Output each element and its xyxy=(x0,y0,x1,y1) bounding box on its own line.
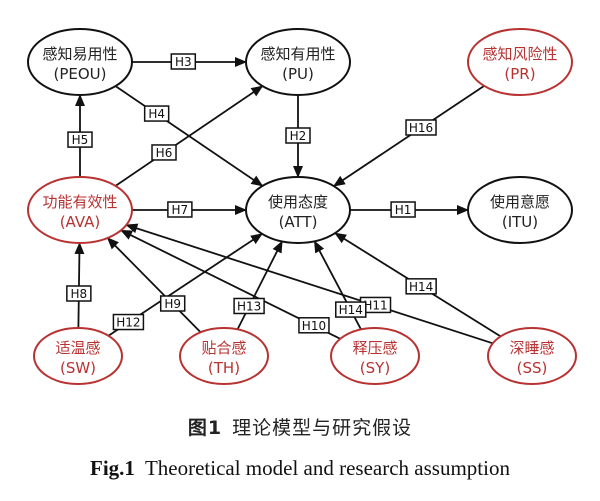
edge-label-h5: H5 xyxy=(67,131,93,148)
node-ellipse xyxy=(33,327,123,385)
node-th: 贴合感 (TH) xyxy=(179,327,269,385)
edge-label-box xyxy=(167,201,193,218)
node-name-cn: 感知易用性 xyxy=(42,45,117,63)
node-ellipse xyxy=(179,327,269,385)
node-ss: 深睡感 (SS) xyxy=(487,327,577,385)
edge-label-h16: H16 xyxy=(405,119,437,136)
node-abbreviation: (ATT) xyxy=(279,213,318,231)
edge-label-box xyxy=(170,53,197,70)
edge-label-text: H14 xyxy=(409,280,433,294)
node-abbreviation: (PR) xyxy=(504,65,535,83)
edge-label-h7: H7 xyxy=(167,201,193,218)
node-name-cn: 感知有用性 xyxy=(260,45,335,63)
edge-arrow-th-to-att xyxy=(236,240,283,330)
edge-arrow-ss-to-ava xyxy=(125,223,494,345)
node-abbreviation: (PU) xyxy=(282,65,314,83)
edge-label-h6: H6 xyxy=(151,144,177,161)
edge-label-text: H4 xyxy=(148,107,165,121)
edge-label-h12: H12 xyxy=(112,313,145,331)
node-ellipse xyxy=(245,176,351,244)
edge-label-h4: H4 xyxy=(143,105,170,122)
node-ellipse xyxy=(245,28,351,96)
node-abbreviation: (AVA) xyxy=(60,213,101,231)
node-name-cn: 功能有效性 xyxy=(42,193,117,211)
edge-label-text: H7 xyxy=(172,203,189,217)
edge-label-box xyxy=(298,317,330,334)
edge-label-text: H16 xyxy=(409,121,433,135)
edge-label-box xyxy=(390,201,416,218)
node-pr: 感知风险性 (PR) xyxy=(467,28,573,96)
edge-label-h8: H8 xyxy=(66,285,92,302)
node-name-cn: 深睡感 xyxy=(509,339,554,357)
node-ellipse xyxy=(27,176,133,244)
edge-label-box xyxy=(159,295,186,312)
edge-label-h14: H14 xyxy=(405,278,437,295)
edge-label-box xyxy=(151,144,177,161)
node-ellipse xyxy=(467,28,573,96)
node-sw: 适温感 (SW) xyxy=(33,327,123,385)
edge-label-h1: H1 xyxy=(390,201,416,218)
edge-arrow-th-to-ava xyxy=(106,237,202,333)
node-name-cn: 适温感 xyxy=(55,339,100,357)
node-ellipse xyxy=(330,327,420,385)
edge-label-h13: H13 xyxy=(233,297,265,315)
edge-arrow-ava-to-pu xyxy=(115,85,264,187)
research-model-diagram: 感知易用性 (PEOU) 感知有用性 (PU) 感知风险性 (PR) 功能有效性 (AVA) 使… xyxy=(27,28,577,385)
node-abbreviation: (TH) xyxy=(208,359,240,377)
node-att: 使用态度 (ATT) xyxy=(245,176,351,244)
edge-label-text: H9 xyxy=(164,297,181,311)
node-abbreviation: (SY) xyxy=(360,359,390,377)
edge-label-h14: H14 xyxy=(335,301,367,318)
caption-cn-figure-number: 图1 xyxy=(187,417,223,439)
node-name-cn: 感知风险性 xyxy=(482,45,557,63)
node-name-cn: 释压感 xyxy=(352,339,397,357)
node-sy: 释压感 (SY) xyxy=(330,327,420,385)
caption-en-title: Theoretical model and research assumptio… xyxy=(144,456,510,480)
caption-cn-title: 理论模型与研究假设 xyxy=(232,417,413,439)
edge-label-box xyxy=(335,301,367,318)
edge-label-box xyxy=(233,297,265,315)
node-name-cn: 贴合感 xyxy=(201,339,246,357)
node-pu: 感知有用性 (PU) xyxy=(245,28,351,96)
node-peou: 感知易用性 (PEOU) xyxy=(27,28,133,96)
edge-label-text: H12 xyxy=(116,316,140,330)
edge-label-box xyxy=(66,285,92,302)
node-abbreviation: (SW) xyxy=(60,359,96,377)
edge-label-h11: H11 xyxy=(359,296,392,314)
edge-label-text: H13 xyxy=(237,299,261,313)
edge-label-text: H10 xyxy=(302,319,326,333)
node-ellipse xyxy=(487,327,577,385)
edge-label-box xyxy=(405,119,437,136)
edge-label-box xyxy=(285,127,311,144)
edge-label-text: H2 xyxy=(290,129,307,143)
edge-label-h3: H3 xyxy=(170,53,197,70)
edge-label-text: H8 xyxy=(71,287,88,301)
node-ellipse xyxy=(467,176,573,244)
edge-label-box xyxy=(405,278,437,295)
edge-label-text: H11 xyxy=(363,298,387,312)
node-name-cn: 使用态度 xyxy=(268,193,328,211)
edge-label-box xyxy=(67,131,93,148)
edge-label-h9: H9 xyxy=(159,295,186,312)
edge-label-text: H5 xyxy=(72,133,89,147)
node-abbreviation: (SS) xyxy=(517,359,548,377)
node-ellipse xyxy=(27,28,133,96)
edge-label-box xyxy=(112,313,145,331)
node-abbreviation: (ITU) xyxy=(502,213,538,231)
caption-en-figure-number: Fig.1 xyxy=(90,456,135,480)
caption-english: Fig.1 Theoretical model and research assu… xyxy=(0,456,600,481)
node-abbreviation: (PEOU) xyxy=(53,65,106,83)
edge-label-h2: H2 xyxy=(285,127,311,144)
edge-label-text: H1 xyxy=(395,203,412,217)
caption-chinese: 图1 理论模型与研究假设 xyxy=(0,413,600,440)
edge-arrow-pr-to-att xyxy=(333,85,485,187)
edge-label-text: H6 xyxy=(156,146,173,160)
edge-label-text: H3 xyxy=(175,55,192,69)
node-ava: 功能有效性 (AVA) xyxy=(27,176,133,244)
edge-label-h10: H10 xyxy=(298,317,330,334)
edge-label-text: H14 xyxy=(339,303,363,317)
edge-label-box xyxy=(143,105,170,122)
node-name-cn: 使用意愿 xyxy=(490,193,550,211)
node-itu: 使用意愿 (ITU) xyxy=(467,176,573,244)
